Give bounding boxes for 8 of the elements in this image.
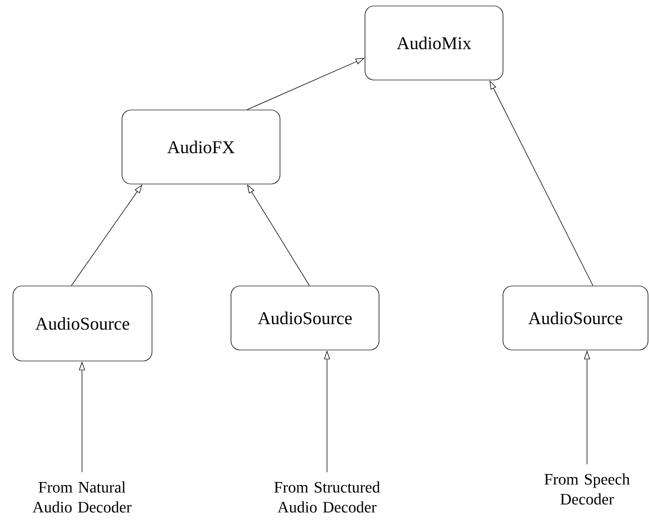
process-box: AudioMix <box>364 6 504 80</box>
source-label: From Structured Audio Decoder <box>274 481 380 513</box>
process-box: AudioSource <box>230 286 380 350</box>
source-label: From Speech Decoder <box>544 473 630 505</box>
process-box: AudioFX <box>122 110 280 184</box>
process-box: AudioSource <box>12 286 152 362</box>
source-label: From Natural Audio Decoder <box>32 481 132 513</box>
process-box: AudioSource <box>502 286 648 350</box>
